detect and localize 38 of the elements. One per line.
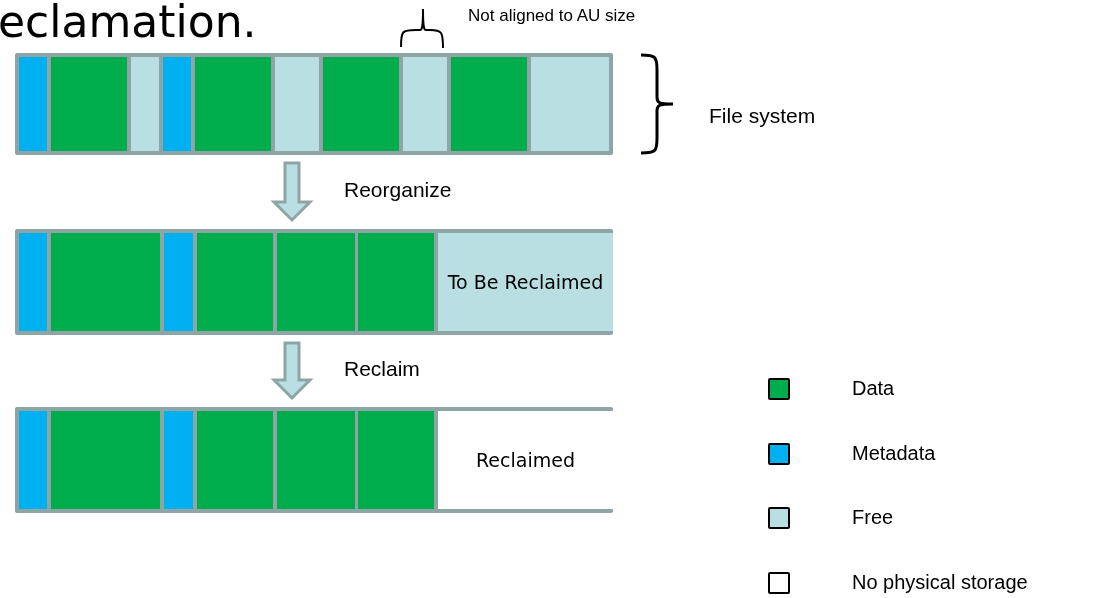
- data-block: [51, 411, 160, 509]
- free-block: [275, 57, 319, 151]
- block-label: Reclaimed: [476, 447, 575, 473]
- storage-bar: [15, 53, 613, 155]
- edge-label: Reclaim: [344, 356, 420, 381]
- free-block: [531, 57, 609, 151]
- legend-label: No physical storage: [852, 570, 1028, 594]
- metadata-block: [19, 411, 47, 509]
- metadata-block: [19, 233, 47, 331]
- data-block: [195, 57, 271, 151]
- metadata-block: [164, 233, 193, 331]
- metadata-block: [164, 411, 193, 509]
- block-label: To Be Reclaimed: [447, 269, 604, 295]
- data-block: [197, 233, 273, 331]
- legend-label: Free: [852, 506, 894, 529]
- block-arrow: [270, 161, 314, 223]
- title: eclamation.: [0, 0, 257, 48]
- annotation: File system: [709, 104, 816, 129]
- legend-label: Metadata: [852, 441, 936, 465]
- free-block: [131, 57, 159, 151]
- free-block: [403, 57, 447, 151]
- data-block: [277, 411, 355, 509]
- edge-label: Reorganize: [344, 177, 452, 202]
- block-arrow: [270, 341, 314, 401]
- data-block: [51, 57, 127, 151]
- data-block: [323, 57, 399, 151]
- data-block: [358, 411, 434, 509]
- metadata-block: [19, 57, 47, 151]
- storage-bar: [15, 229, 613, 335]
- data-block: [451, 57, 527, 151]
- data-block: [358, 233, 434, 331]
- data-block: [51, 233, 160, 331]
- storage-bar: [15, 407, 613, 513]
- legend-label: Data: [852, 377, 895, 400]
- data-block: [197, 411, 273, 509]
- metadata-block: [163, 57, 191, 151]
- data-block: [277, 233, 355, 331]
- annotation: Not aligned to AU size: [468, 5, 636, 26]
